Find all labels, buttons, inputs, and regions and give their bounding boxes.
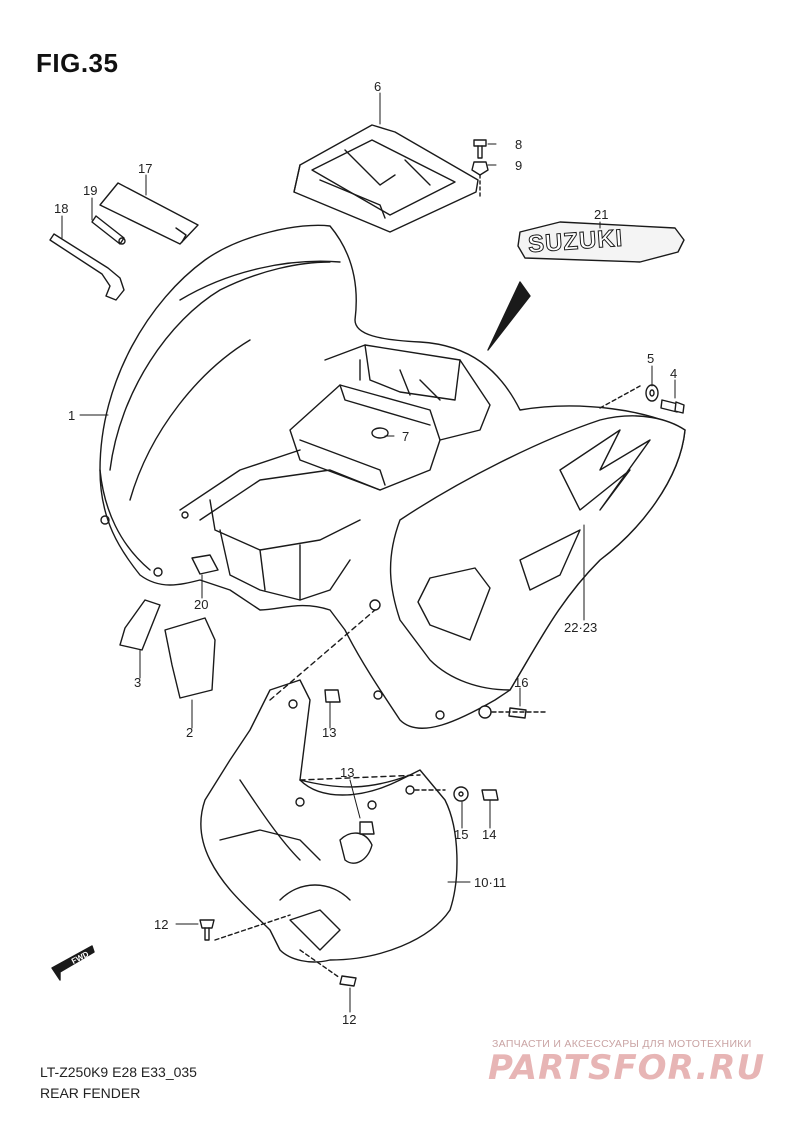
callout-9: 9: [515, 158, 523, 173]
part-7-grommet: [371, 427, 389, 439]
callout-4: 4: [670, 366, 678, 381]
part-12-bolt-left: [199, 919, 215, 941]
part-12-bolt-lower: [339, 975, 357, 987]
fwd-arrow: [51, 945, 95, 981]
callout-15: 15: [454, 827, 469, 842]
callout-3: 3: [134, 675, 142, 690]
part-16-bolt: [478, 705, 527, 719]
callout-10-11: 10·11: [474, 875, 507, 890]
callout-14: 14: [482, 827, 497, 842]
callout-2: 2: [186, 725, 194, 740]
callout-22-23: 22·23: [564, 620, 598, 635]
part-9-nut: [471, 161, 489, 176]
watermark-logo: PARTSFOR.RU: [488, 1048, 766, 1088]
part-13-grommet-upper: [324, 689, 341, 703]
callout-5: 5: [647, 351, 655, 366]
part-5-washer: [645, 384, 659, 402]
callout-13-upper: 13: [322, 725, 337, 740]
callout-8: 8: [515, 137, 523, 152]
callout-7: 7: [402, 429, 410, 444]
part-18-spanner: [49, 233, 125, 301]
callout-20: 20: [194, 597, 209, 612]
part-13-grommet-lower: [359, 821, 375, 835]
part-3-pad: [119, 599, 161, 651]
callout-12-lower: 12: [342, 1012, 357, 1027]
part-2-pad: [164, 617, 216, 699]
callout-21: 21: [594, 207, 609, 222]
watermark-tagline: ЗАПЧАСТИ И АКСЕССУАРЫ ДЛЯ МОТОТЕХНИКИ: [492, 1038, 752, 1050]
callout-6: 6: [374, 79, 382, 94]
callout-18: 18: [54, 201, 69, 216]
figure-name: REAR FENDER: [40, 1085, 141, 1101]
part-10-11-mudflap: [200, 679, 458, 963]
callout-16: 16: [514, 675, 529, 690]
part-20-pad: [191, 554, 219, 575]
part-22-23-side-graphic: [369, 415, 686, 720]
part-8-bolt: [473, 139, 487, 159]
part-19-tool: [91, 215, 126, 245]
part-21-decal: [517, 221, 685, 263]
part-14-bolt: [481, 789, 499, 801]
part-17-pouch: [99, 182, 199, 245]
assembly-line-1: [269, 609, 376, 701]
callout-1: 1: [68, 408, 76, 423]
callout-19: 19: [83, 183, 98, 198]
part-15-washer: [453, 786, 469, 802]
leader-lines: [61, 92, 676, 1013]
callout-17: 17: [138, 161, 153, 176]
figure-title: FIG.35: [36, 48, 119, 78]
callout-13-lower: 13: [340, 765, 355, 780]
figure-code: LT-Z250K9 E28 E33_035: [40, 1064, 197, 1080]
decal-pointer-arrow: [487, 281, 531, 351]
part-4-bolt: [660, 399, 685, 414]
part-6-cover: [293, 124, 479, 233]
callout-12-left: 12: [154, 917, 169, 932]
